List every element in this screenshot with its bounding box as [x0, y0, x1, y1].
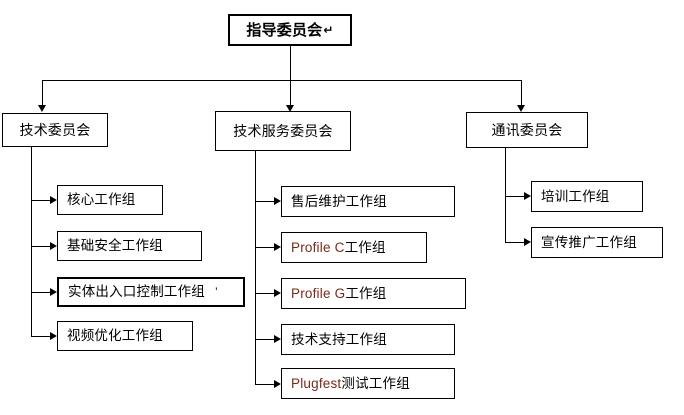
node-core-working-group-label: 核心工作组 [67, 192, 136, 208]
arrowhead-after-sales-wg [274, 197, 281, 205]
connector-technical-service-spine [255, 151, 256, 384]
node-communication-committee[interactable]: 通讯委员会 [466, 112, 588, 148]
node-root-steering-committee[interactable]: 指导委员会↵ [228, 14, 352, 46]
arrowhead-communication [517, 105, 525, 112]
node-profile-g-working-group[interactable]: Profile G 工作组 [281, 278, 466, 309]
arrowhead-technical-service [286, 105, 294, 112]
node-training-working-group[interactable]: 培训工作组 [531, 181, 643, 212]
arrowhead-promotion-wg [524, 238, 531, 246]
node-video-optimization-working-group-label: 视频优化工作组 [67, 328, 163, 344]
connector-ts-arm-5 [255, 384, 275, 385]
node-core-working-group[interactable]: 核心工作组 [57, 185, 163, 215]
connector-ts-arm-1 [255, 201, 275, 202]
arrowhead-technical [38, 105, 46, 112]
arrowhead-video-optimization-wg [50, 332, 57, 340]
connector-ts-arm-2 [255, 247, 275, 248]
node-promotion-working-group-label: 宣传推广工作组 [541, 234, 637, 250]
arrowhead-basic-security-wg [50, 242, 57, 250]
connector-technical-arm-2 [31, 246, 51, 247]
connector-root-to-communication [521, 80, 522, 106]
connector-technical-arm-1 [31, 200, 51, 201]
node-physical-access-control-working-group[interactable]: 实体出入口控制工作组 ’ [57, 277, 245, 307]
node-basic-security-working-group[interactable]: 基础安全工作组 [57, 231, 202, 261]
arrowhead-core-wg [50, 196, 57, 204]
node-plugfest-testing-working-group-label: 测试工作组 [341, 375, 410, 391]
node-technical-committee-label: 技术委员会 [19, 122, 91, 138]
connector-technical-arm-4 [31, 336, 51, 337]
node-physical-access-control-working-group-label: 实体出入口控制工作组 [68, 284, 205, 300]
pilcrow-icon: ↵ [323, 23, 334, 37]
connector-root-to-technical [42, 80, 43, 106]
connector-root-stem [290, 46, 291, 80]
arrowhead-profile-g-wg [274, 289, 281, 297]
arrowhead-technical-support-wg [274, 335, 281, 343]
connector-technical-arm-3 [31, 292, 51, 293]
node-technical-service-committee-label: 技术服务委员会 [233, 123, 333, 139]
connector-root-to-technical-service [290, 80, 291, 106]
arrowhead-plugfest-wg [274, 380, 281, 388]
connector-root-bus [42, 80, 521, 81]
node-communication-committee-label: 通讯委员会 [491, 122, 563, 138]
connector-comm-arm-1 [505, 196, 525, 197]
connector-technical-spine [31, 147, 32, 336]
node-technical-committee[interactable]: 技术委员会 [2, 113, 108, 147]
node-technical-support-working-group-label: 技术支持工作组 [291, 331, 387, 347]
node-training-working-group-label: 培训工作组 [541, 188, 610, 204]
node-profile-g-latin: Profile G [291, 285, 346, 301]
node-profile-g-working-group-label: 工作组 [345, 285, 387, 301]
node-after-sales-maintenance-working-group-label: 售后维护工作组 [291, 193, 387, 209]
node-root-label: 指导委员会 [246, 21, 323, 39]
node-technical-service-committee[interactable]: 技术服务委员会 [215, 111, 351, 151]
arrowhead-physical-access-wg [50, 288, 57, 296]
node-profile-c-working-group-label: 工作组 [344, 239, 386, 255]
node-basic-security-working-group-label: 基础安全工作组 [67, 238, 163, 254]
connector-comm-arm-2 [505, 242, 525, 243]
arrowhead-profile-c-wg [274, 243, 281, 251]
arrowhead-training-wg [524, 192, 531, 200]
node-after-sales-maintenance-working-group[interactable]: 售后维护工作组 [281, 186, 455, 217]
node-promotion-working-group[interactable]: 宣传推广工作组 [531, 227, 663, 258]
connector-communication-spine [505, 148, 506, 242]
node-video-optimization-working-group[interactable]: 视频优化工作组 [57, 321, 193, 351]
trailing-mark: ’ [215, 285, 218, 299]
node-plugfest-latin: Plugfest [291, 375, 342, 391]
node-profile-c-latin: Profile C [291, 239, 345, 255]
node-technical-support-working-group[interactable]: 技术支持工作组 [281, 324, 455, 355]
connector-ts-arm-4 [255, 339, 275, 340]
node-profile-c-working-group[interactable]: Profile C 工作组 [281, 232, 427, 263]
connector-ts-arm-3 [255, 293, 275, 294]
